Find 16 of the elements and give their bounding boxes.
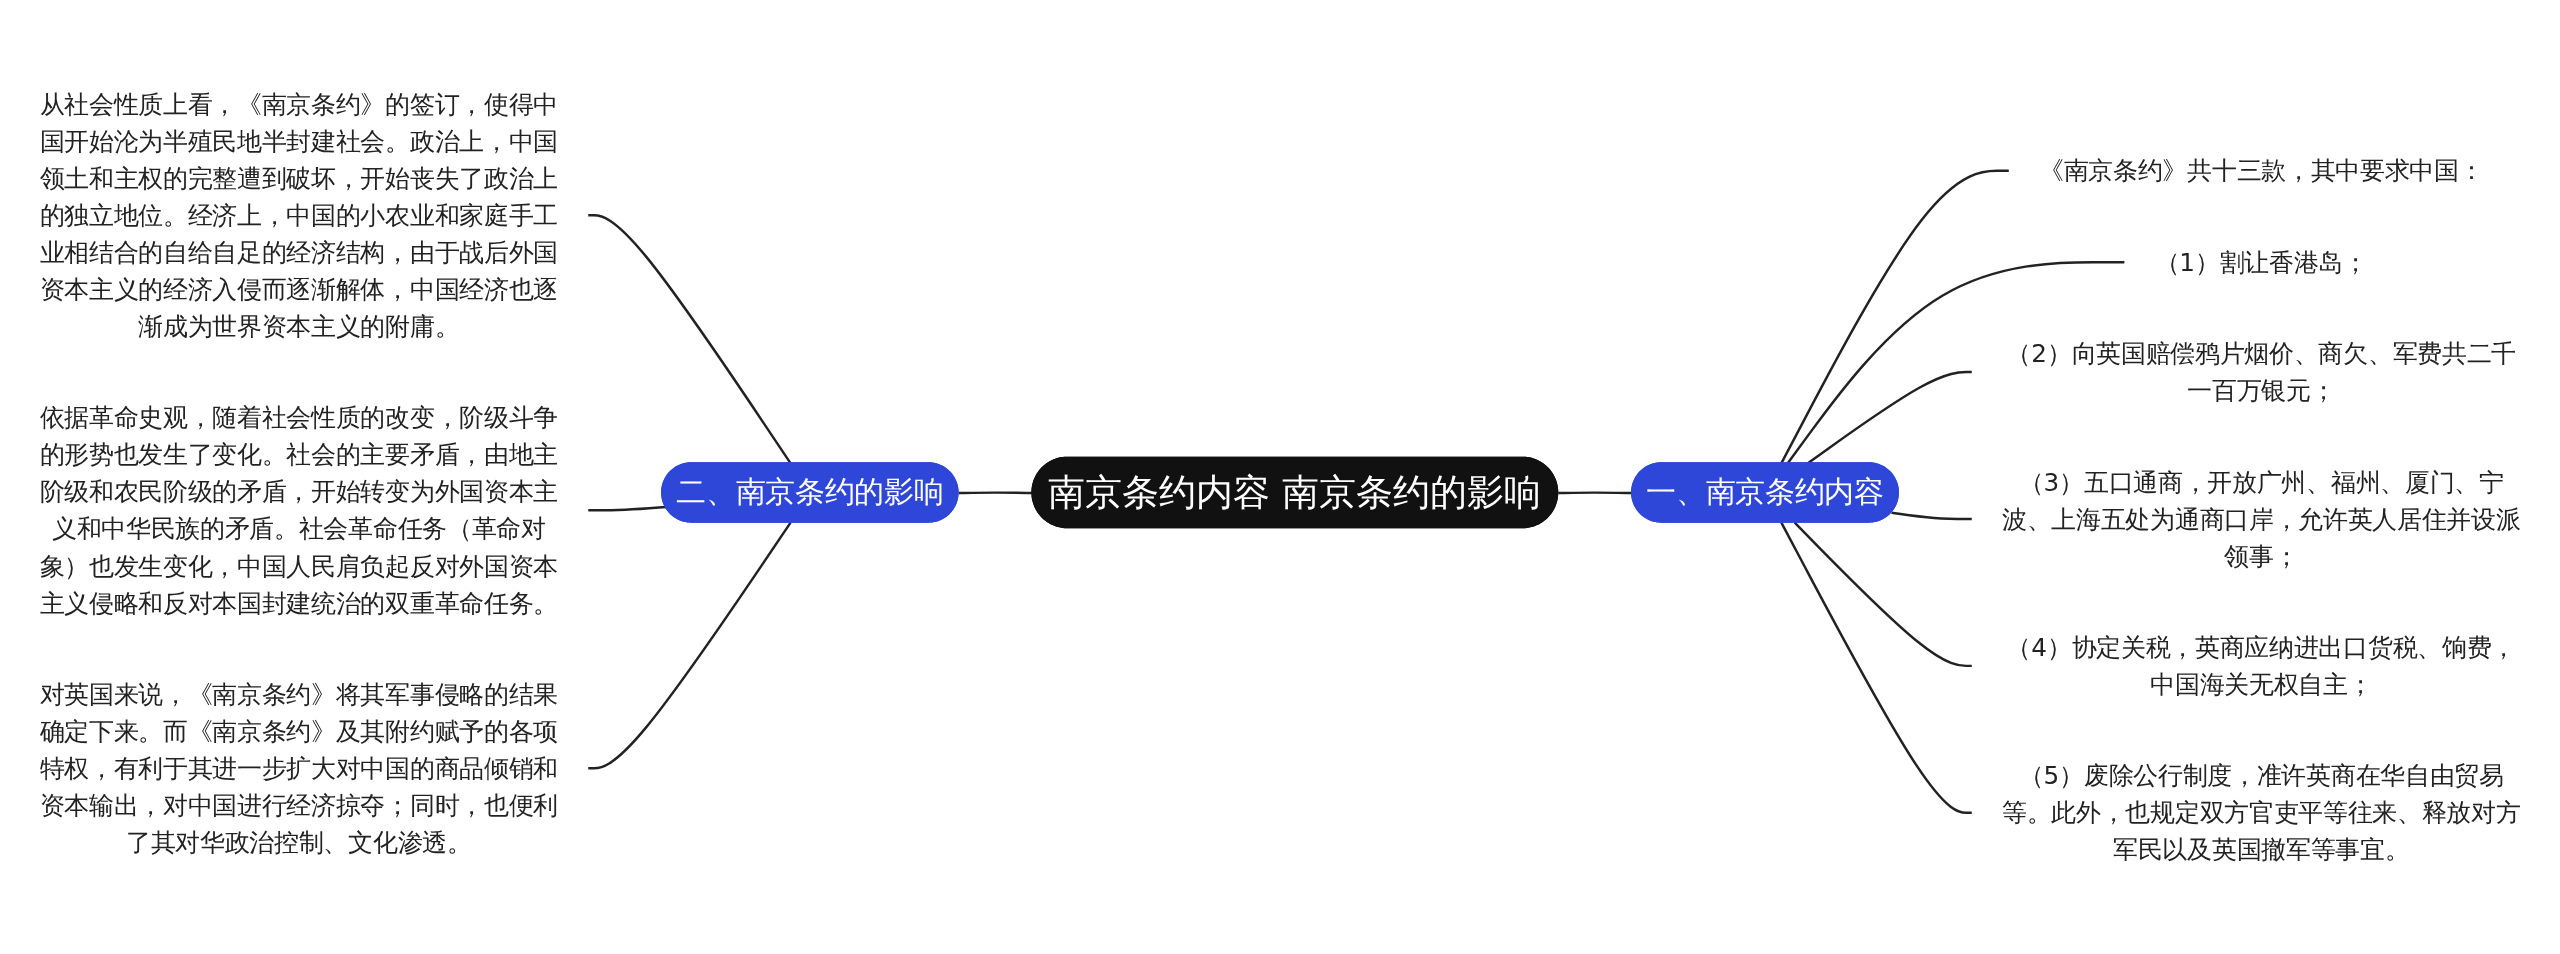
connector	[1780, 169, 2010, 464]
connector	[1891, 511, 1973, 521]
connector	[958, 491, 1033, 495]
node-text: 从社会性质上看，《南京条约》的签订，使得中国开始沦为半殖民地半封建社会。政治上，中国领土和主权的完整遭到破坏，开始丧失了政治上的独立地位。经济上，中国的小农业和家庭手工业相结合的自给自足的经济结构，由于战后外国资本主义的经济入侵而逐渐解体，中国经济也逐渐成为世界资本主义的附庸。	[39, 89, 558, 342]
node-text: （1）割让香港岛；	[2154, 247, 2368, 278]
connector	[587, 522, 792, 770]
node-text: 对英国来说，《南京条约》将其军事侵略的结果确定下来。而《南京条约》及其附约赋予的各项特权，有利于其进一步扩大对中国的商品倾销和资本输出，对中国进行经济掠夺；同时，也便利了其对华政治控制、文化渗透。	[39, 679, 558, 858]
node-text: （2）向英国赔偿鸦片烟价、商欠、军费共二千一百万银元；	[2006, 338, 2516, 406]
node-text: （4）协定关税，英商应纳进出口货税、饷费，中国海关无权自主；	[2006, 632, 2516, 700]
connector	[587, 505, 666, 512]
node-text: 依据革命史观，随着社会性质的改变，阶级斗争的形势也发生了变化。社会的主要矛盾，由地主阶级和农民阶级的矛盾，开始转变为外国资本主义和中华民族的矛盾。社会革命任务（革命对象）也发生变化，中国人民肩负起反对外国资本主义侵略和反对本国封建统治的双重革命任务。	[39, 402, 558, 618]
connector	[1780, 522, 1973, 814]
node-text: （3）五口通商，开放广州、福州、厦门、宁波、上海五处为通商口岸，允许英人居住并设派领事；	[2002, 467, 2521, 571]
node-text: 《南京条约》共十三款，其中要求中国：	[2039, 156, 2484, 186]
node-text: （5）废除公行制度，准许英商在华自由贸易等。此外，也规定双方官吏平等往来、释放对方军民以及英国撤军等事宜。	[2002, 760, 2521, 865]
connector	[1793, 521, 1973, 668]
